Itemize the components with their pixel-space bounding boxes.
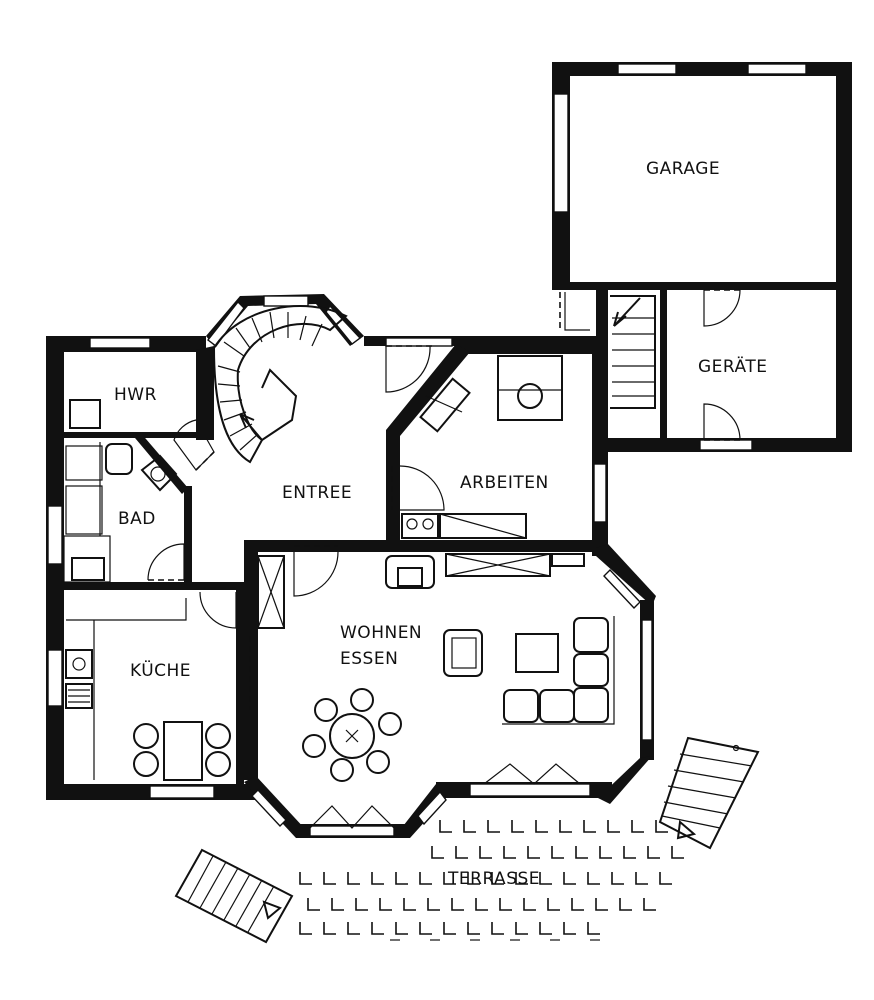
room-label-arbeiten: ARBEITEN [460, 473, 549, 493]
terrace-paver [379, 898, 392, 911]
terrace-paver [635, 872, 648, 885]
room-label-terrasse: TERRASSE [447, 869, 540, 889]
room-label-garage: GARAGE [646, 159, 720, 179]
terrace-paver [647, 846, 660, 859]
main-staircase [212, 305, 348, 464]
terrace-paver [631, 820, 644, 833]
terrace-paver [467, 872, 480, 885]
terrace-paver [599, 846, 612, 859]
right-exterior-stair [658, 736, 760, 850]
terrace-paver [595, 898, 608, 911]
terrace-paver [671, 846, 684, 859]
bathroom-fixtures [63, 399, 178, 583]
terrace-paver [547, 898, 560, 911]
terrace-paver [299, 872, 312, 885]
room-label-essen: ESSEN [340, 649, 398, 669]
terrace-paver [395, 872, 408, 885]
terrace-paver [443, 872, 456, 885]
terrace-paver [611, 872, 624, 885]
terrace-paver [463, 820, 476, 833]
terrace-paver [583, 820, 596, 833]
terrace-paver [347, 922, 360, 935]
terrace-paver [575, 846, 588, 859]
terrace-paver [655, 820, 668, 833]
room-label-geraete: GERÄTE [698, 356, 767, 377]
kitchen-fixtures [65, 555, 285, 781]
terrace-paver [451, 898, 464, 911]
terrace-paving [299, 820, 684, 941]
terrace-paver [371, 872, 384, 885]
living-furniture [302, 553, 615, 782]
room-label-bad: BAD [118, 509, 156, 529]
terrace-paver [515, 922, 528, 935]
terrace-paver [323, 872, 336, 885]
terrace-paver [419, 872, 432, 885]
terrace-paver [619, 898, 632, 911]
terrace-paver [419, 922, 432, 935]
terrace-paver [371, 922, 384, 935]
terrace-paver [587, 922, 600, 935]
terrace-paver [523, 898, 536, 911]
service-stair [610, 295, 656, 409]
terrace-paver [499, 898, 512, 911]
terrace-paver [299, 922, 312, 935]
terrace-paver [563, 922, 576, 935]
terrace-paver [515, 872, 528, 885]
terrace-paver [475, 898, 488, 911]
terrace-paver [551, 846, 564, 859]
terrace-paver [443, 922, 456, 935]
terrace-paver [659, 872, 672, 885]
terrace-paver [395, 922, 408, 935]
terrace-paver [347, 872, 360, 885]
terrace-paver [331, 898, 344, 911]
terrace-paver [539, 922, 552, 935]
terrace-paver [491, 922, 504, 935]
left-exterior-stair [174, 848, 294, 944]
terrace-paver [607, 820, 620, 833]
room-label-kueche: KÜCHE [130, 659, 191, 681]
terrace-paver [535, 820, 548, 833]
terrace-paver [431, 846, 444, 859]
terrace-paver [479, 846, 492, 859]
house-windows [47, 295, 653, 837]
terrace-paver [323, 922, 336, 935]
terrace-paver [587, 872, 600, 885]
garage-walls [552, 62, 852, 452]
terrace-paver [503, 846, 516, 859]
terrace-paver [559, 820, 572, 833]
terrace-paver [487, 820, 500, 833]
geraete-doors [559, 289, 741, 441]
terrace-paver [563, 872, 576, 885]
terrace-paver [623, 846, 636, 859]
terrace-paver [307, 898, 320, 911]
terrace-paver [439, 820, 452, 833]
terrace-paver [571, 898, 584, 911]
terrace-paver [511, 820, 524, 833]
terrace-paver [427, 898, 440, 911]
terrace-paver [527, 846, 540, 859]
terrace-paver [455, 846, 468, 859]
terrace-paver [491, 872, 504, 885]
terrace-paver [539, 872, 552, 885]
terrace-paver [403, 898, 416, 911]
room-label-entree: ENTREE [282, 483, 352, 503]
terrace-paver [643, 898, 656, 911]
terrace-paver [467, 922, 480, 935]
room-label-hwr: HWR [114, 385, 157, 405]
room-label-wohnen: WOHNEN [340, 623, 422, 643]
study-fixtures [401, 355, 563, 539]
terrace-paver [355, 898, 368, 911]
house-doors [147, 345, 581, 829]
